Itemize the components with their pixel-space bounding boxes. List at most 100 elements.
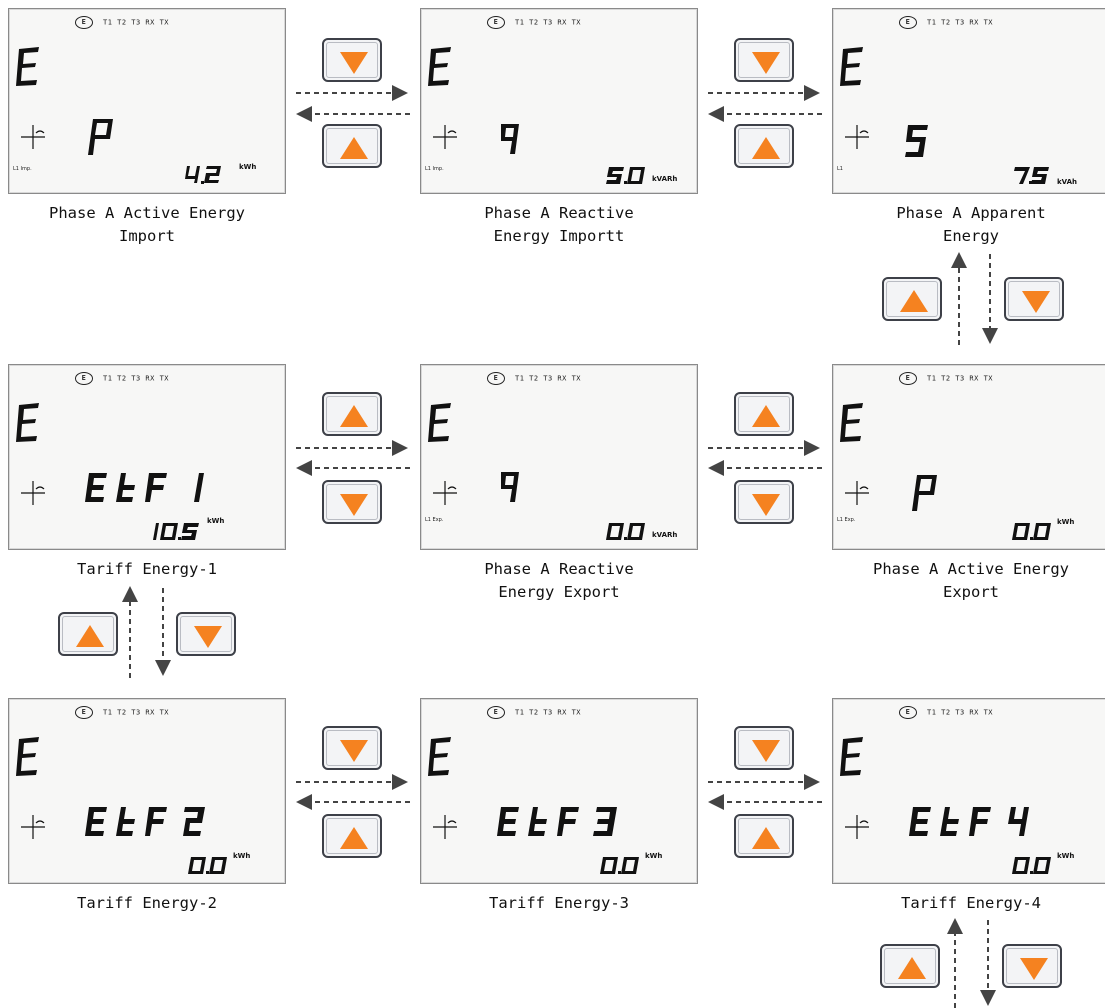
- screen-caption: Phase A Active Energy Import: [49, 204, 245, 245]
- value-digits: [1012, 857, 1051, 874]
- main-digit: [428, 403, 451, 442]
- down-triangle-icon: [194, 626, 222, 648]
- energy-circle-icon: E: [75, 16, 93, 29]
- lcd-segments: [428, 47, 645, 184]
- main-digit: [840, 737, 863, 776]
- down-button[interactable]: [1002, 944, 1062, 988]
- screen-caption: Phase A Reactive Energy Importt: [484, 204, 634, 245]
- symbol-digit: [905, 125, 928, 157]
- up-button[interactable]: [322, 392, 382, 436]
- up-button[interactable]: [322, 814, 382, 858]
- up-triangle-icon: [752, 827, 780, 849]
- main-digit: [16, 737, 39, 776]
- down-button[interactable]: [322, 726, 382, 770]
- lcd-segments: [428, 737, 639, 874]
- down-triangle-icon: [1020, 958, 1048, 980]
- unit-label: kVARh: [652, 531, 678, 539]
- main-digit: [840, 403, 863, 442]
- screen-caption: Tariff Energy-4: [901, 894, 1041, 912]
- up-triangle-icon: [898, 957, 926, 979]
- symbol-digit: [85, 807, 205, 836]
- down-button[interactable]: [176, 612, 236, 656]
- unit-label: kWh: [239, 163, 257, 171]
- value-digits: [606, 523, 645, 540]
- main-digit: [16, 403, 39, 442]
- lcd-segments: [840, 47, 1049, 184]
- up-button[interactable]: [880, 944, 940, 988]
- quadrant-icon: [433, 481, 457, 505]
- down-button[interactable]: [734, 480, 794, 524]
- screen-caption: Tariff Energy-2: [77, 894, 217, 912]
- down-triangle-icon: [752, 52, 780, 74]
- up-button[interactable]: [734, 814, 794, 858]
- up-triangle-icon: [900, 290, 928, 312]
- lcd-segments: [840, 403, 1051, 540]
- up-triangle-icon: [752, 405, 780, 427]
- down-triangle-icon: [752, 494, 780, 516]
- quadrant-icon: [845, 815, 869, 839]
- down-triangle-icon: [1022, 291, 1050, 313]
- lcd-segments: [840, 737, 1051, 874]
- lcd-segments: [428, 403, 645, 540]
- up-triangle-icon: [76, 625, 104, 647]
- unit-label: kVARh: [652, 175, 678, 183]
- phase-tag: L1 Imp.: [13, 166, 32, 172]
- unit-label: kWh: [1057, 518, 1075, 526]
- lcd-segments: [16, 403, 204, 540]
- down-button[interactable]: [322, 480, 382, 524]
- screen-caption: Phase A Active Energy Export: [873, 560, 1069, 601]
- up-button[interactable]: [322, 124, 382, 168]
- energy-circle-icon: E: [899, 706, 917, 719]
- up-button[interactable]: [734, 124, 794, 168]
- screen-caption: Tariff Energy-1: [77, 560, 217, 578]
- value-digits: [185, 166, 221, 184]
- down-triangle-icon: [340, 740, 368, 762]
- up-button[interactable]: [58, 612, 118, 656]
- energy-circle-icon: E: [75, 706, 93, 719]
- value-digits: [606, 167, 645, 184]
- phase-tag: L1: [837, 166, 843, 172]
- symbol-digit: [912, 475, 937, 511]
- screen-caption: Tariff Energy-3: [489, 894, 629, 912]
- up-button[interactable]: [882, 277, 942, 321]
- down-button[interactable]: [734, 726, 794, 770]
- screen-caption: Phase A Reactive Energy Export: [484, 560, 634, 601]
- value-digits: [153, 523, 199, 540]
- value-digits: [1012, 523, 1051, 540]
- quadrant-icon: [845, 481, 869, 505]
- phase-tag: L1 Exp.: [837, 517, 856, 523]
- unit-label: kWh: [1057, 852, 1075, 860]
- value-digits: [188, 857, 227, 874]
- down-triangle-icon: [340, 52, 368, 74]
- lcd-segments: [16, 737, 227, 874]
- energy-circle-icon: E: [487, 706, 505, 719]
- unit-label: kVAh: [1057, 178, 1077, 186]
- up-button[interactable]: [734, 392, 794, 436]
- quadrant-icon: [845, 125, 869, 149]
- symbol-digit: [497, 807, 617, 836]
- up-triangle-icon: [752, 137, 780, 159]
- down-button[interactable]: [734, 38, 794, 82]
- down-button[interactable]: [1004, 277, 1064, 321]
- down-button[interactable]: [322, 38, 382, 82]
- phase-tag: L1 Imp.: [425, 166, 444, 172]
- phase-tag: L1 Exp.: [425, 517, 444, 523]
- up-triangle-icon: [340, 827, 368, 849]
- quadrant-icon: [433, 815, 457, 839]
- symbol-digit: [85, 473, 204, 502]
- lcd-segments: [16, 47, 221, 184]
- energy-circle-icon: E: [899, 372, 917, 385]
- energy-circle-icon: E: [487, 372, 505, 385]
